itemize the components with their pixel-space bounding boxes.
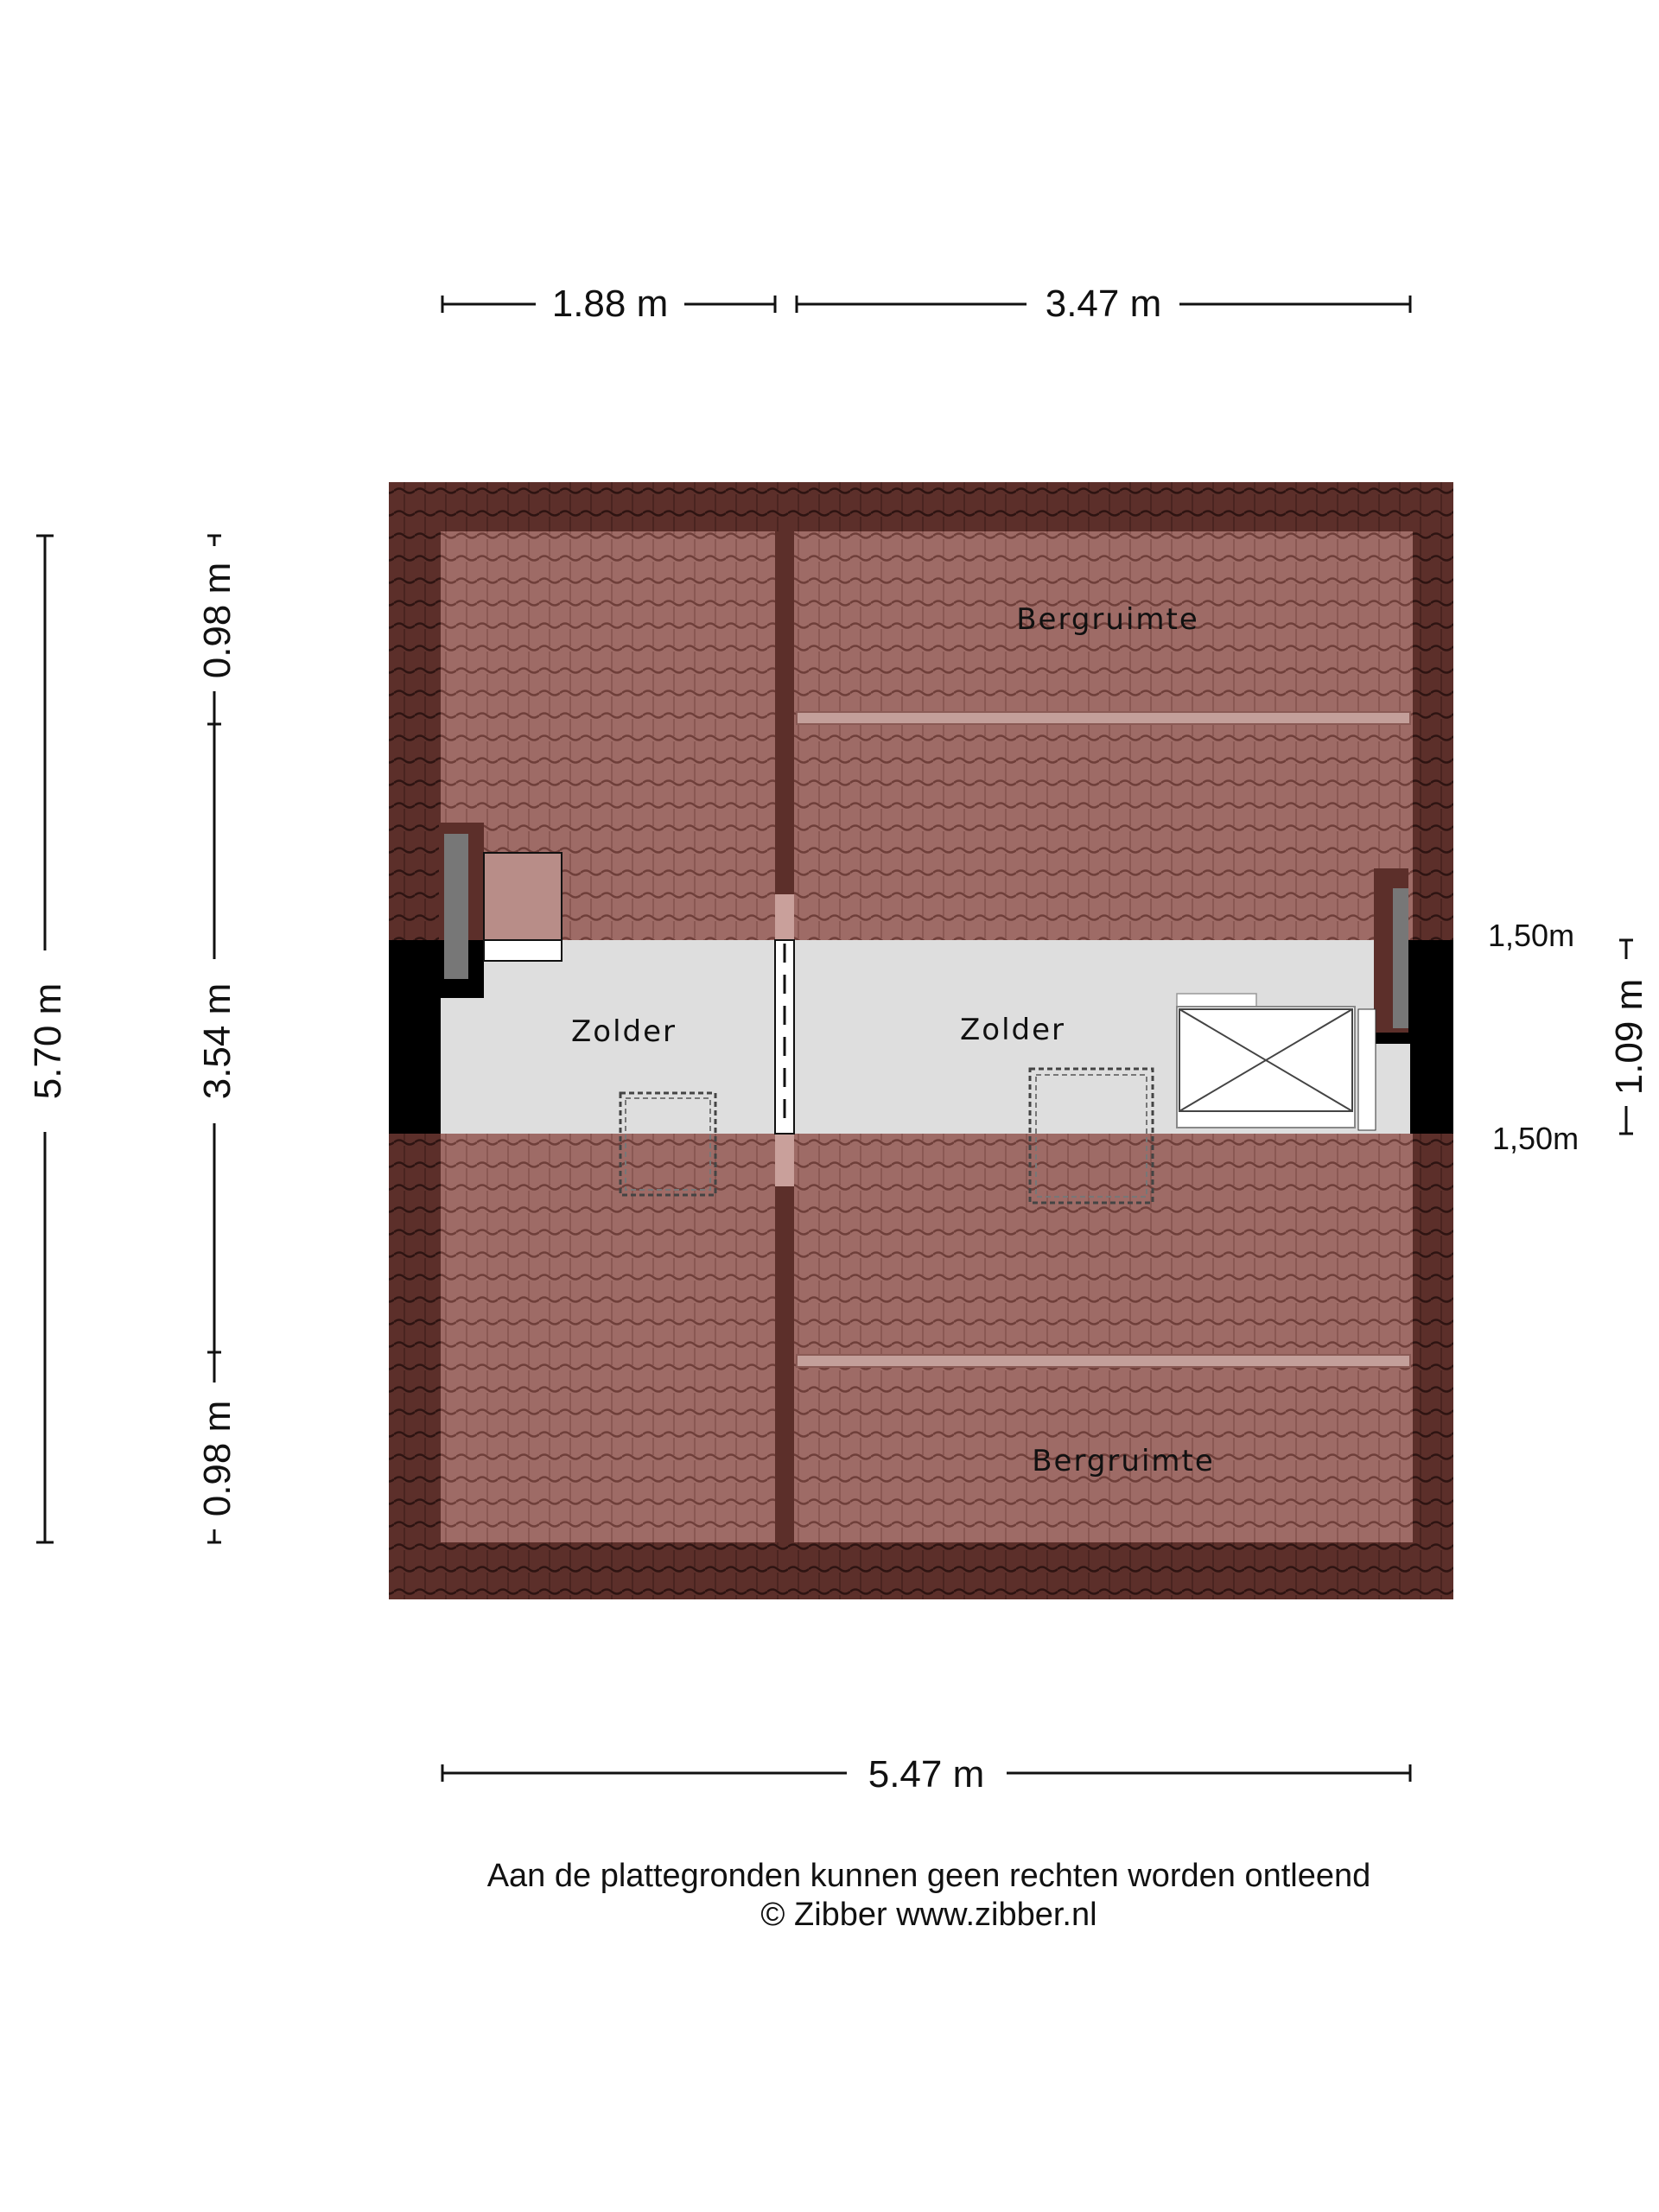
dim-left-total-label: 5.70 m	[27, 983, 69, 1100]
right-chimney-inner	[1393, 888, 1408, 1028]
left-chimney-inner	[444, 834, 468, 979]
dim-top-right-label: 3.47 m	[1046, 283, 1162, 325]
beam-bottom	[796, 1354, 1411, 1368]
room-label-bergruimte-top: Bergruimte	[1016, 602, 1199, 637]
beam-top	[796, 711, 1411, 725]
left-hatch-white	[483, 939, 563, 962]
dim-left-top-label: 0.98 m	[196, 563, 238, 679]
dim-left-bottom-label: 0.98 m	[196, 1401, 238, 1517]
dim-bottom	[441, 1764, 1412, 1782]
dim-right-label: 1.09 m	[1608, 979, 1650, 1096]
dim-left-segments	[207, 534, 221, 1544]
skylight-left	[619, 1091, 717, 1197]
dim-bottom-label: 5.47 m	[868, 1753, 985, 1796]
dim-top-left-label: 1.88 m	[552, 283, 669, 325]
room-label-zolder-right: Zolder	[960, 1013, 1065, 1047]
dim-left-total	[36, 534, 54, 1544]
room-label-zolder-left: Zolder	[571, 1014, 677, 1049]
dim-right	[1619, 938, 1633, 1135]
right-wall-white	[1357, 1008, 1376, 1131]
skylight-right	[1028, 1067, 1154, 1205]
disclaimer-text: Aan de plattegronden kunnen geen rechten…	[486, 1858, 1371, 1894]
height-top-label: 1,50m	[1488, 918, 1574, 953]
dim-top-right	[795, 296, 1412, 313]
room-label-bergruimte-bottom: Bergruimte	[1032, 1444, 1215, 1478]
dim-left-middle-label: 3.54 m	[196, 983, 238, 1100]
height-bottom-label: 1,50m	[1492, 1121, 1579, 1156]
dim-top-left	[441, 296, 777, 313]
copyright-text: © Zibber www.zibber.nl	[760, 1897, 1097, 1933]
left-wall	[389, 940, 484, 1134]
